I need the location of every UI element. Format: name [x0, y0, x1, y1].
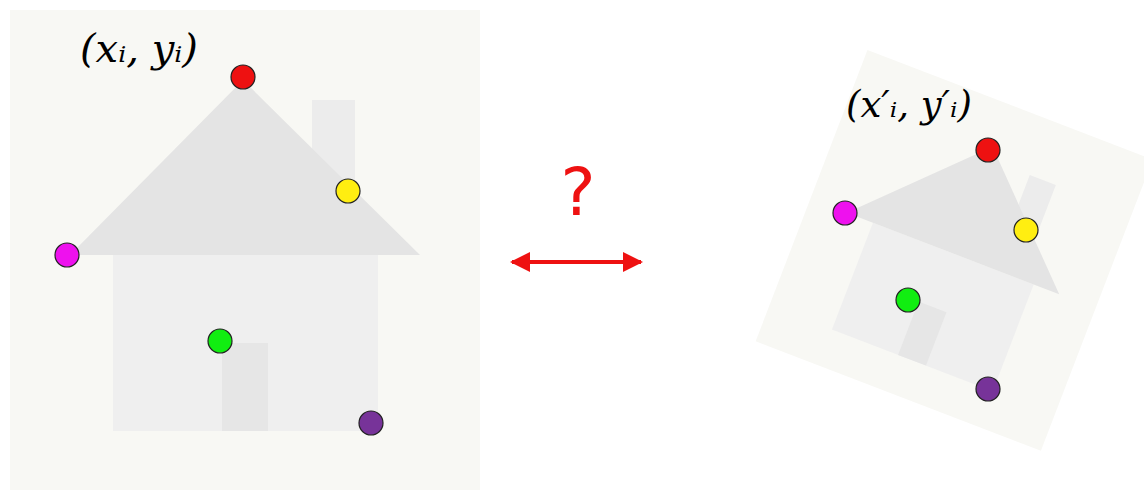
original-house — [10, 10, 480, 490]
transformed-house — [756, 50, 1144, 451]
double-arrow — [512, 260, 641, 264]
coordinate-label: (xᵢ, yᵢ) — [80, 28, 198, 68]
feature-points — [55, 65, 1038, 435]
question-mark: ? — [560, 160, 595, 226]
coordinate-label: (x′ᵢ, y′ᵢ) — [846, 86, 972, 123]
